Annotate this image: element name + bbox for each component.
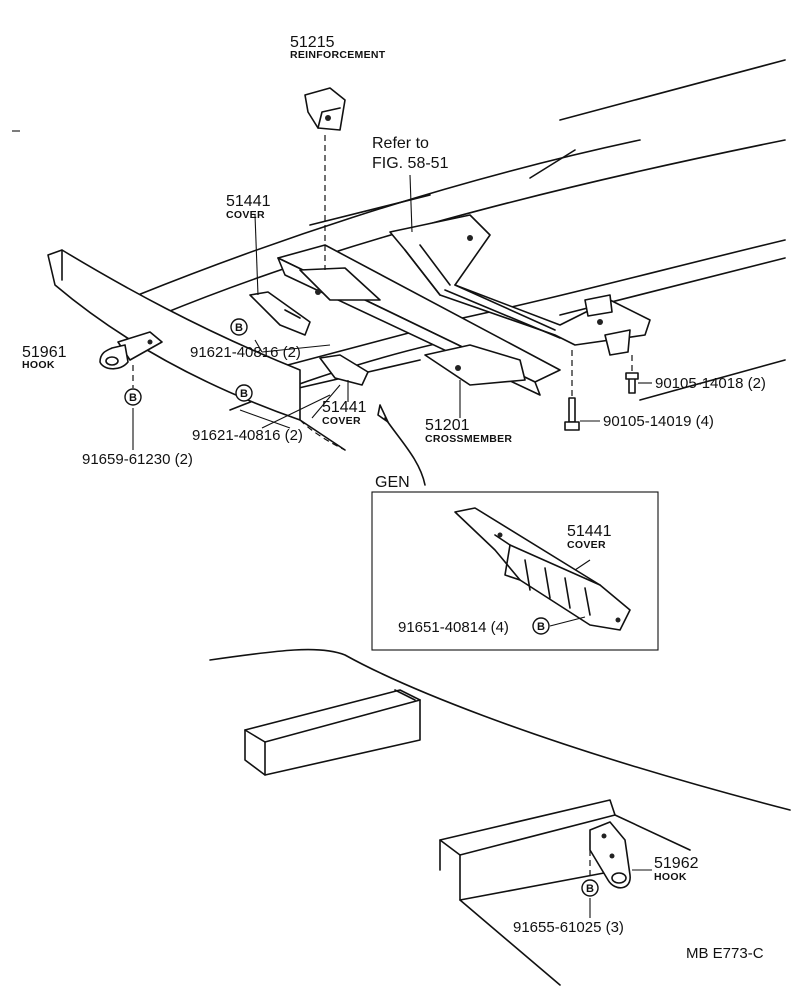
leader-lines: [239, 174, 461, 486]
cover-middle-number: 51441: [322, 399, 367, 416]
crossmember-part: [277, 244, 561, 396]
hook-right-number: 51962: [654, 855, 699, 872]
reinforcement-number: 51215: [290, 34, 335, 51]
fastener-b-hook-left: B: [124, 388, 142, 406]
crossmember-number: 51201: [425, 417, 470, 434]
hook-right-part: [589, 821, 652, 918]
reinforcement-part: [304, 87, 346, 270]
inset-bolt-label: 91651-40814 (4): [398, 619, 509, 636]
fastener-b-cover-upper: B: [230, 318, 248, 336]
right-bolts: [564, 350, 652, 431]
cover-middle-part: [319, 354, 369, 402]
refer-line1: Refer to: [372, 135, 429, 152]
cover-middle-name: COVER: [322, 415, 361, 427]
fastener-b-inset: B: [532, 617, 550, 635]
hook-left-name: HOOK: [22, 359, 55, 371]
svg-text:B: B: [586, 883, 594, 895]
reinforcement-name: REINFORCEMENT: [290, 49, 386, 61]
bolt-right-b-label: 90105-14019 (4): [603, 413, 714, 430]
hook-left-number: 51961: [22, 344, 67, 361]
cover-upper-part: [249, 214, 311, 336]
refer-line2: FIG. 58-51: [372, 155, 449, 172]
bolt-right-a-label: 90105-14018 (2): [655, 375, 766, 392]
engine-mount-frame: [389, 214, 651, 356]
cover-upper-number: 51441: [226, 193, 271, 210]
bolt-cover-a-label: 91621-40816 (2): [190, 344, 301, 361]
svg-text:B: B: [235, 322, 243, 334]
inset-cover-name: COVER: [567, 539, 606, 551]
cover-upper-name: COVER: [226, 209, 265, 221]
bolt-cover-b-label: 91621-40816 (2): [192, 427, 303, 444]
labels: 51215 REINFORCEMENT Refer to FIG. 58-51 …: [22, 34, 766, 962]
bolt-hook-left-label: 91659-61230 (2): [82, 451, 193, 468]
gen-label: GEN: [375, 474, 410, 491]
hook-right-name: HOOK: [654, 871, 687, 883]
bolt-hook-right-label: 91655-61025 (3): [513, 919, 624, 936]
svg-text:B: B: [240, 388, 248, 400]
rear-frame: [209, 648, 791, 986]
crossmember-name: CROSSMEMBER: [425, 433, 512, 445]
fastener-b-hook-right: B: [581, 879, 599, 897]
diagram-code: MB E773-C: [686, 945, 764, 962]
inset-gen-box: [371, 491, 659, 651]
fastener-b-cover-mid: B: [235, 384, 253, 402]
fastener-markers: B B B B B: [124, 318, 599, 897]
hook-left-part: [99, 331, 163, 450]
frame-rails: [47, 59, 786, 451]
svg-text:B: B: [129, 392, 137, 404]
svg-text:B: B: [537, 621, 545, 633]
inset-cover-number: 51441: [567, 523, 612, 540]
